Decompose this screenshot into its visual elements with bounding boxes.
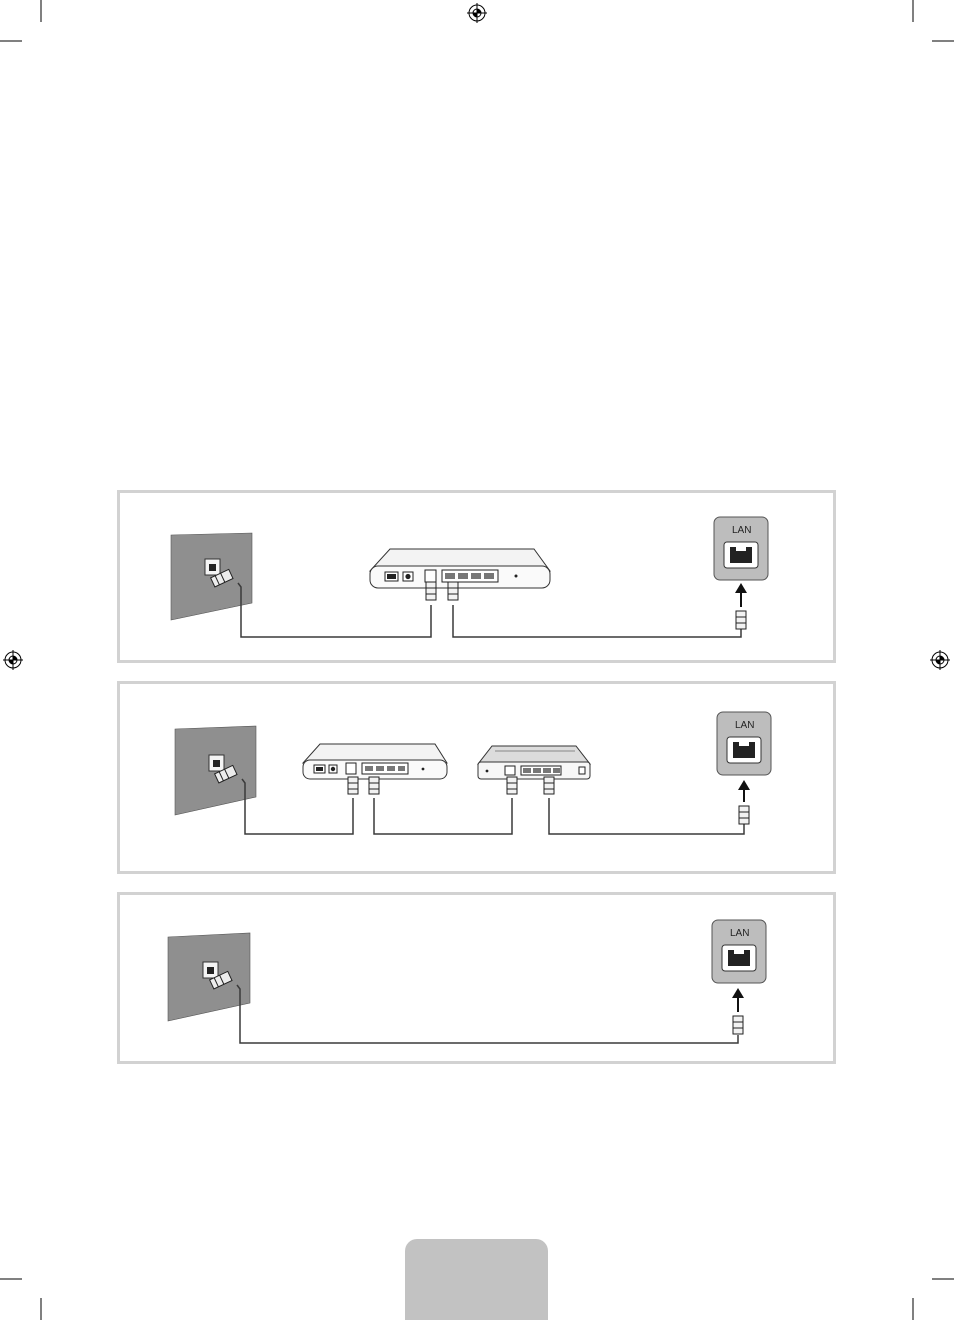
tv-lan-port: LAN (717, 712, 771, 775)
diagram-modem-router-sharer: LAN (120, 684, 833, 871)
lan-label: LAN (730, 928, 749, 939)
diagram-wall-direct: LAN (120, 895, 833, 1061)
wall-port-icon (209, 755, 224, 771)
cable-plug-icon (733, 1016, 743, 1034)
registration-mark-right (930, 650, 950, 670)
wall-port-icon (205, 559, 220, 575)
lan-cables (238, 583, 741, 637)
page-number-tab (405, 1239, 548, 1320)
arrow-up-icon (735, 583, 747, 607)
arrow-up-icon (732, 988, 744, 1012)
ip-sharer-device (478, 746, 590, 779)
wall-port-icon (203, 962, 218, 978)
tv-lan-port: LAN (712, 920, 766, 983)
registration-mark-left (3, 650, 23, 670)
lan-label: LAN (732, 525, 751, 536)
lan-cables (242, 779, 744, 834)
diagram-panel-modem-router-sharer: LAN (117, 681, 836, 874)
lan-cable (237, 985, 738, 1043)
modem-device (303, 744, 447, 779)
wall-panel (171, 533, 252, 620)
diagram-modem-router: LAN (120, 493, 833, 660)
cable-plug-icons (426, 582, 746, 629)
tv-lan-port: LAN (714, 517, 768, 580)
modem-router-device (370, 549, 550, 588)
diagram-panel-wall-direct: LAN (117, 892, 836, 1064)
arrow-up-icon (738, 780, 750, 802)
lan-label: LAN (735, 720, 754, 731)
registration-mark-top (467, 3, 487, 23)
diagram-panel-modem-router: LAN (117, 490, 836, 663)
